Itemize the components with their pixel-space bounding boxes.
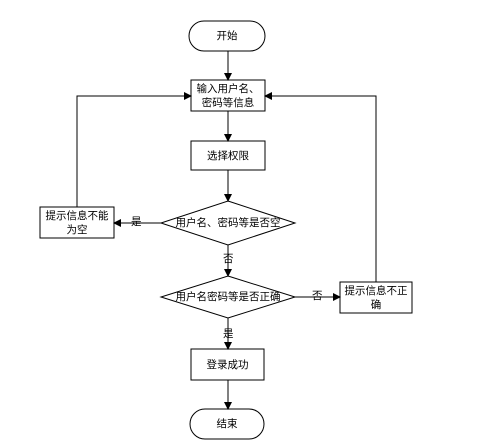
prompt-incorrect-label: 提示信息不正 确 <box>344 284 408 311</box>
arrow-prompt-incorrect-back-to-input <box>264 92 377 282</box>
select-role-label: 选择权限 <box>207 149 249 162</box>
edge-label-yes-empty: 是 <box>131 216 142 228</box>
input-box <box>190 79 266 112</box>
check-empty-label: 用户名、密码等是否空 <box>175 217 281 229</box>
login-success-label: 登录成功 <box>206 358 249 371</box>
arrow-prompt-empty-back-to-input <box>76 92 192 207</box>
input-label: 输入用户名、 密码等信息 <box>196 82 260 109</box>
login-success-box <box>190 348 265 381</box>
edge-label-yes-correct: 是 <box>223 328 234 340</box>
edge-label-no-correct: 否 <box>312 290 323 302</box>
prompt-empty-label: 提示信息不能 为空 <box>45 209 109 236</box>
start-terminal <box>188 20 266 52</box>
check-correct-label: 用户名密码等是否正确 <box>175 291 281 303</box>
edge-label-no-empty: 否 <box>223 253 234 265</box>
end-label: 结束 <box>216 418 238 430</box>
start-label: 开始 <box>216 30 238 42</box>
